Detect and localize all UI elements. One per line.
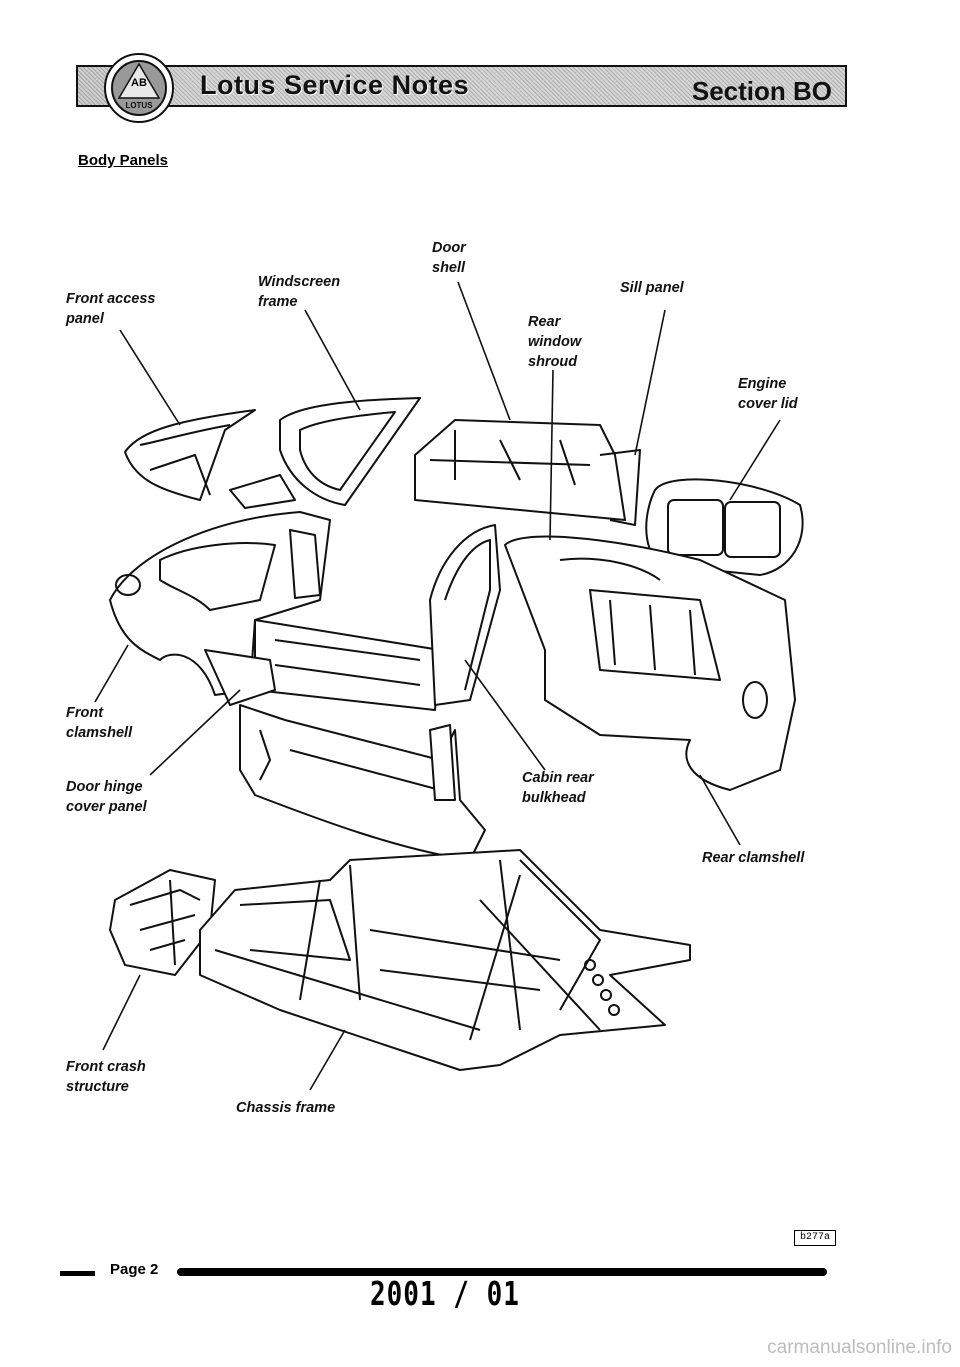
- footer-bar: [60, 1271, 95, 1276]
- header-band: [112, 65, 847, 107]
- door-hinge-cover-panel-part: [204, 619, 441, 711]
- figure-reference-code: b277a: [794, 1230, 836, 1246]
- label-engine-cover-lid: Engine cover lid: [738, 376, 798, 412]
- front-access-panel-part: [124, 409, 256, 501]
- page-number: Page 2: [110, 1261, 159, 1278]
- label-door-hinge-cover-panel: Door hinge cover panel: [66, 779, 147, 815]
- label-rear-clamshell: Rear clamshell: [702, 850, 805, 866]
- label-front-crash-structure: Front crash structure: [66, 1059, 146, 1095]
- rear-clamshell-part: [504, 535, 796, 791]
- label-door-shell: Door shell: [432, 240, 466, 276]
- svg-text:LOTUS: LOTUS: [125, 101, 153, 110]
- sill-panel-part: [239, 704, 486, 861]
- label-chassis-frame: Chassis frame: [236, 1100, 336, 1116]
- label-cabin-rear-bulkhead: Cabin rear bulkhead: [522, 770, 594, 806]
- label-sill-panel: Sill panel: [620, 280, 684, 296]
- engine-cover-lid-part: [645, 478, 804, 576]
- issue-date: 2001 / 01: [370, 1276, 520, 1314]
- front-crash-structure-part: [109, 869, 216, 976]
- chassis-frame-part: [199, 849, 691, 1071]
- lotus-logo: AB LOTUS: [104, 53, 174, 123]
- front-clamshell-part: [109, 511, 331, 696]
- watermark: carmanualsonline.info: [767, 1337, 952, 1358]
- label-rear-window-shroud: Rear window shroud: [528, 314, 582, 370]
- header-title: Lotus Service Notes: [200, 70, 470, 100]
- leader-lines: [94, 281, 781, 1091]
- label-front-access-panel: Front access panel: [66, 291, 156, 327]
- footer-rule: [177, 1268, 827, 1276]
- label-windscreen-frame: Windscreen frame: [258, 274, 341, 310]
- door-shell-part: [414, 419, 641, 526]
- header-section: Section BO: [691, 76, 832, 106]
- svg-text:AB: AB: [131, 77, 147, 89]
- section-heading: Body Panels: [78, 152, 169, 169]
- label-front-clamshell: Front clamshell: [66, 705, 133, 741]
- windscreen-frame-part: [229, 397, 421, 509]
- door-part: [429, 524, 501, 706]
